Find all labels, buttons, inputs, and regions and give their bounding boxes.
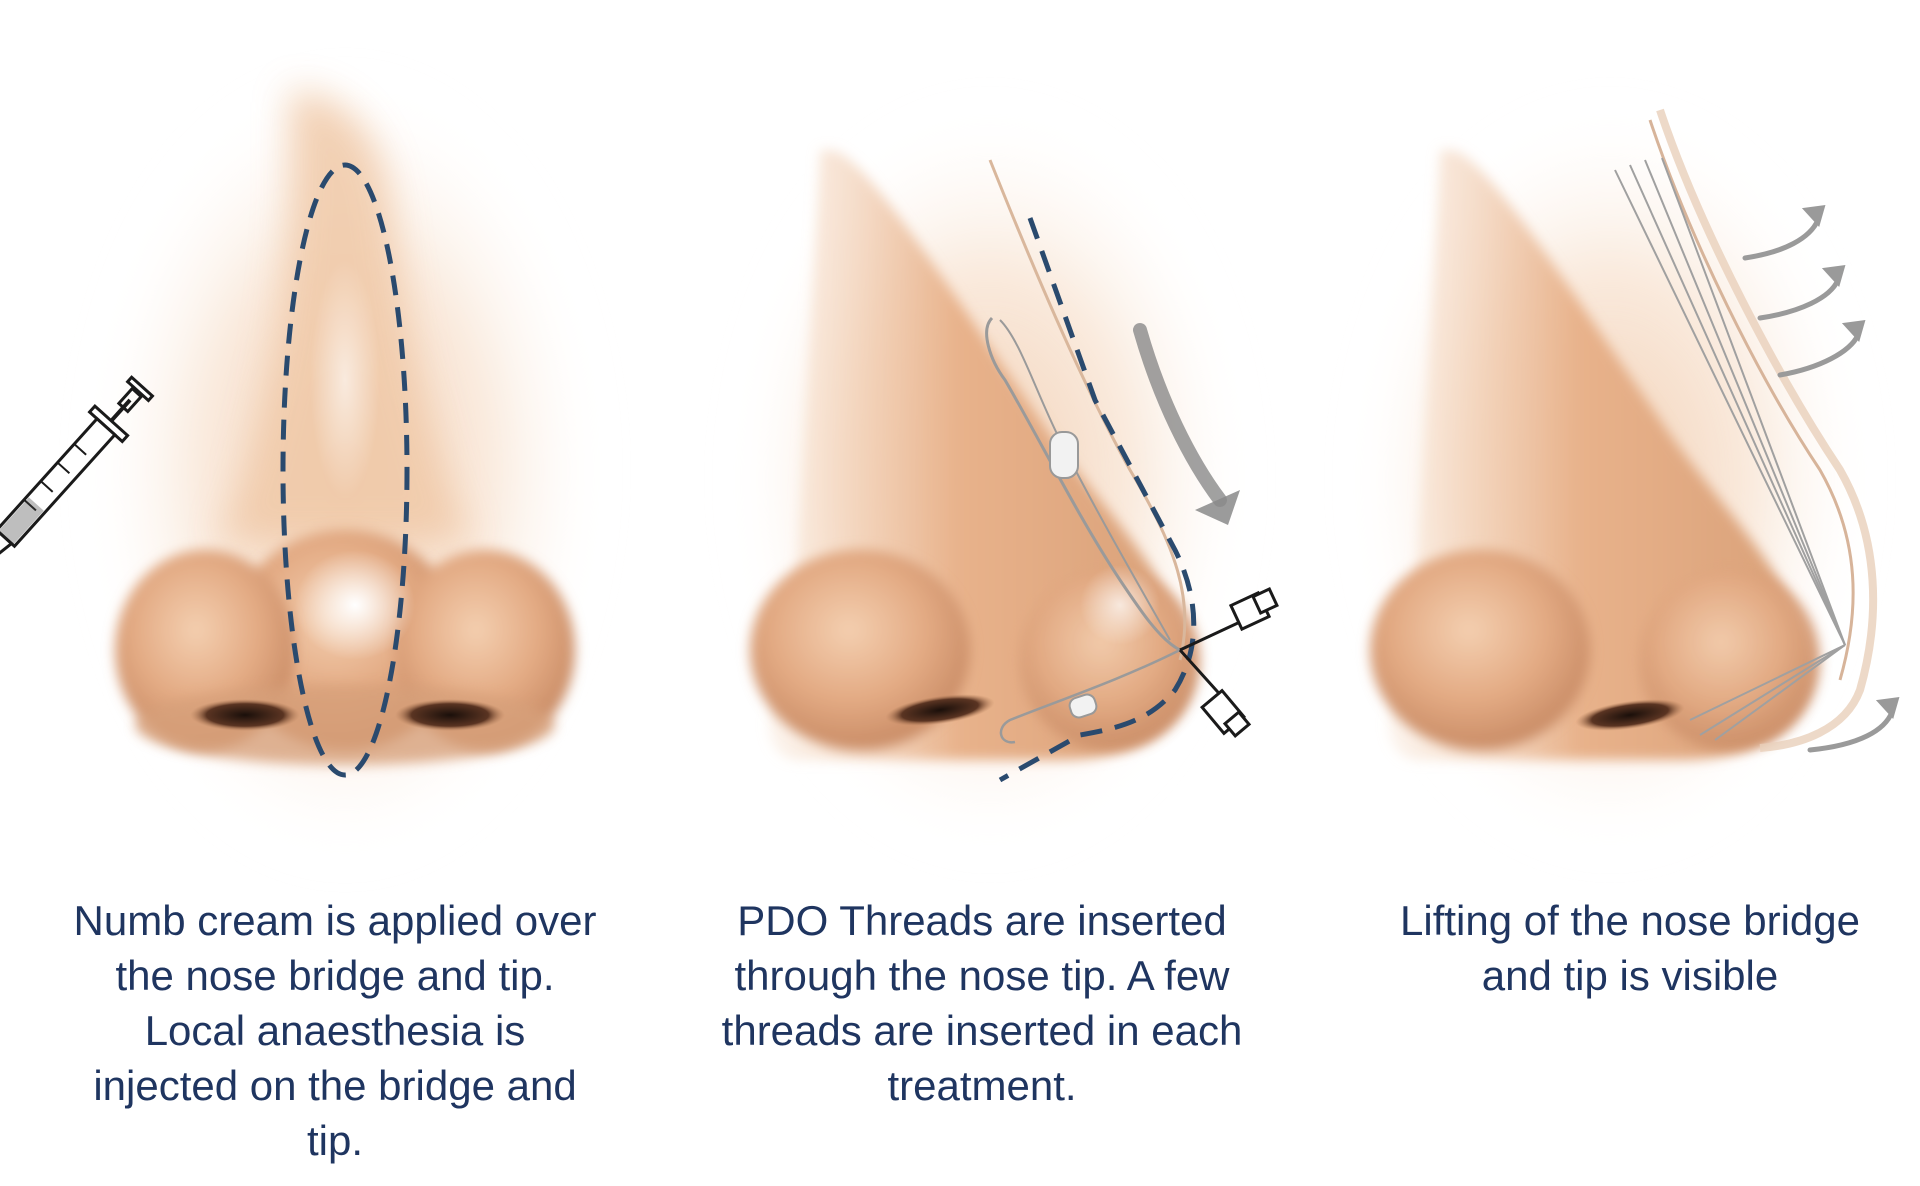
treatment-area-outline	[280, 162, 410, 778]
step-3-caption: Lifting of the nose bridge and tip is vi…	[1400, 897, 1860, 999]
syringe-icon	[0, 375, 155, 561]
curved-arrow-icon	[1133, 323, 1227, 507]
step-1-caption: Numb cream is applied over the nose brid…	[73, 897, 597, 1164]
arrow-head-icon	[1195, 490, 1240, 525]
thread-lines-lifted	[1614, 157, 1846, 741]
nose-side-view-threads	[730, 100, 1250, 860]
nose-front-view	[85, 70, 605, 870]
nose-side-view-lifted	[1350, 100, 1878, 860]
cannula-icon	[1178, 587, 1279, 739]
step-2-caption: PDO Threads are inserted through the nos…	[721, 897, 1243, 1109]
lift-arrows-icon	[1742, 205, 1900, 753]
pdo-thread-icon	[985, 316, 1181, 744]
treatment-area-outline-side	[998, 217, 1197, 783]
